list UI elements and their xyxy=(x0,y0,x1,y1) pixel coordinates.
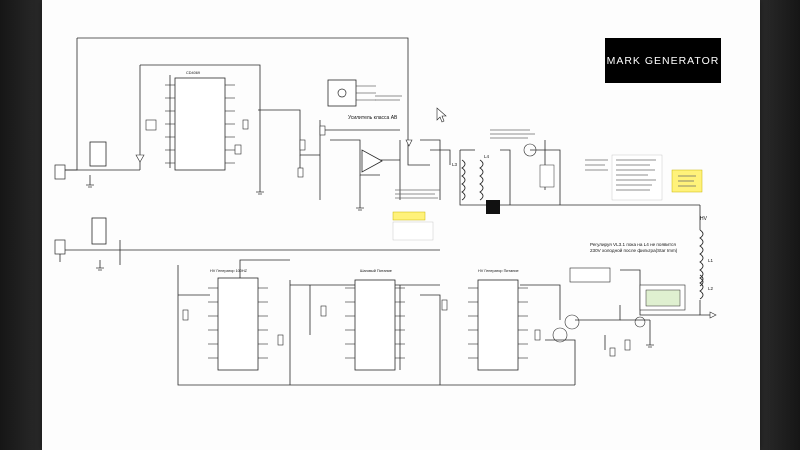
ic-gen-middle xyxy=(354,279,396,371)
label-block-ab: Усилитель класса АВ xyxy=(348,115,398,121)
label-l2: L2 xyxy=(708,286,714,291)
ic-upper xyxy=(174,77,226,171)
green-box xyxy=(645,289,681,307)
black-box xyxy=(486,200,500,214)
ic-regulator-lower xyxy=(91,217,107,245)
connectors xyxy=(54,164,66,255)
coil-l3 xyxy=(461,159,466,201)
ic-packages xyxy=(89,77,519,371)
connector-bottom xyxy=(54,239,66,255)
label-l4: L4 xyxy=(484,154,490,159)
logo-text: MARK GENERATOR xyxy=(606,54,720,67)
logo-box: MARK GENERATOR xyxy=(605,38,721,83)
ic-regulator-upper xyxy=(89,141,107,167)
label-l1: L1 xyxy=(708,258,714,263)
spec-table xyxy=(611,154,663,201)
label-gen2: Шаговый Питание xyxy=(360,269,392,273)
label-hv: HV xyxy=(700,216,708,222)
ic-gen-right xyxy=(477,279,519,371)
window-frame-right xyxy=(760,0,800,450)
label-gen3: HV Генератор Питание xyxy=(478,269,519,273)
ground-symbols xyxy=(86,184,654,348)
fine-print xyxy=(375,95,696,199)
window-frame-left xyxy=(0,0,42,450)
ic-pins xyxy=(165,84,528,359)
mouse-cursor xyxy=(436,107,447,123)
label-gen1: HV Генератор 100HZ xyxy=(210,269,248,273)
label-reg-note-1: Регулируя VL3.1 пока на L4 не появится xyxy=(590,242,676,247)
regulator-to220 xyxy=(327,79,376,107)
coils xyxy=(461,159,704,300)
yellow-note-left xyxy=(392,211,426,221)
coil-l1 xyxy=(699,229,704,287)
opamp-symbol xyxy=(361,149,383,173)
coil-l2 xyxy=(699,274,704,300)
label-reg-note-2: 230V холодной после фильтра(Star Imm) xyxy=(590,247,678,253)
connector-top xyxy=(54,164,66,180)
label-ic-top: CD4069 xyxy=(186,71,200,75)
labels: Усилитель класса АВ Регулируя VL3.1 пока… xyxy=(186,71,714,291)
wires xyxy=(59,37,715,386)
coil-l4 xyxy=(479,159,484,201)
components xyxy=(135,119,717,357)
label-l3: L3 xyxy=(452,162,458,167)
ic-gen-left xyxy=(217,277,259,371)
